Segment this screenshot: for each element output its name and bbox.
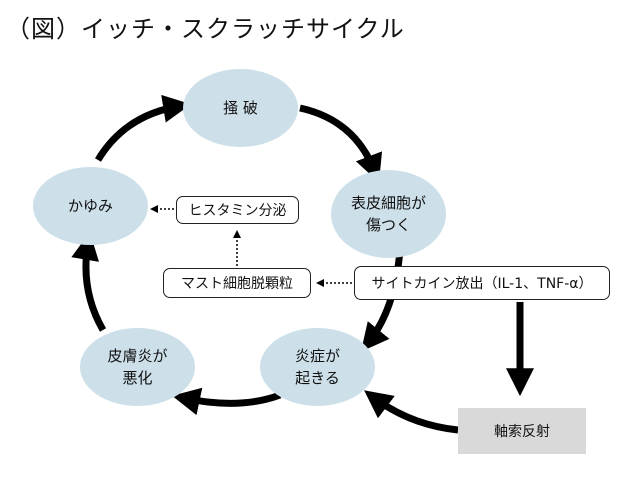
node-worsening: 皮膚炎が 悪化 [80,328,195,406]
arrow-scratch-to-skin [299,104,383,183]
node-itch: かゆみ [33,167,148,245]
arrow-skin-to-inflammation [360,249,404,352]
box-histamine: ヒスタミン分泌 [176,196,299,224]
arrow-reflex-to-inflammation [364,390,459,434]
arrow-worsening-to-itch [71,231,107,332]
box-cytokine: サイトカイン放出（IL-1、TNF-α） [354,266,610,300]
box-mast-cell: マスト細胞脱顆粒 [163,268,311,298]
arrow-itch-to-scratch [94,94,192,162]
node-scratch: 掻 破 [183,69,298,147]
diagram-title: （図）イッチ・スクラッチサイクル [6,15,405,43]
node-inflammation: 炎症が 起きる [260,328,375,406]
arrow-inflammation-to-worsening [172,387,282,416]
node-skin-damage: 表皮細胞が 傷つく [331,170,446,258]
box-axon-reflex: 軸索反射 [458,408,586,454]
